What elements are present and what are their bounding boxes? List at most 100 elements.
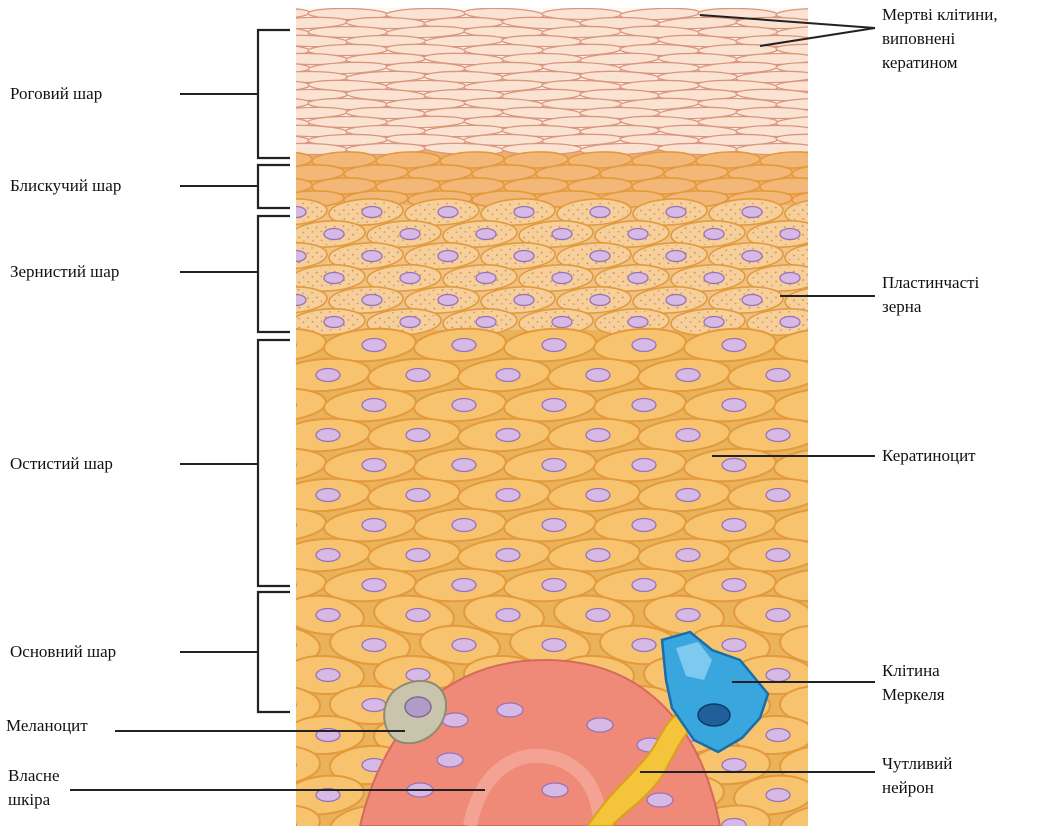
- cell-nucleus: [721, 337, 747, 353]
- cell-nucleus: [675, 607, 701, 623]
- corneum-cell: [775, 79, 808, 93]
- leader-dead-cells-a: [699, 14, 876, 29]
- cell-nucleus: [589, 293, 611, 307]
- cell-nucleus: [399, 271, 421, 285]
- keratinocyte-cell: [773, 567, 808, 603]
- cell-nucleus: [437, 205, 459, 219]
- bracket-corneum: [256, 28, 290, 160]
- label-dead-cells-line2: виповнені: [882, 29, 956, 48]
- cell-nucleus: [495, 427, 521, 443]
- granules: [788, 244, 808, 268]
- cell-nucleus: [765, 667, 791, 683]
- granules: [788, 200, 808, 224]
- cell-nucleus: [405, 547, 431, 563]
- cell-nucleus: [451, 337, 477, 353]
- corneum-cell: [775, 115, 808, 129]
- cell-nucleus: [812, 699, 836, 712]
- cell-nucleus: [585, 487, 611, 503]
- cell-nucleus: [631, 517, 657, 533]
- cell-nucleus: [818, 251, 838, 262]
- granules: [296, 200, 324, 224]
- cell-nucleus: [812, 519, 836, 532]
- cell-nucleus: [451, 577, 477, 593]
- cell-nucleus: [779, 227, 801, 241]
- cell-nucleus: [315, 667, 341, 683]
- cell-nucleus: [551, 227, 573, 241]
- cell-nucleus: [818, 207, 838, 218]
- cell-nucleus: [495, 607, 521, 623]
- lucidum-cell: [567, 151, 633, 169]
- cell-nucleus: [296, 522, 297, 528]
- cell-nucleus: [812, 579, 836, 592]
- cell-nucleus: [627, 227, 649, 241]
- cell-nucleus: [765, 487, 791, 503]
- keratinocyte-cell: [779, 684, 808, 726]
- corneum-cell: [735, 88, 808, 102]
- cell-nucleus: [703, 227, 725, 241]
- cell-nucleus: [315, 547, 341, 563]
- cell-nucleus: [765, 367, 791, 383]
- label-granules-line1: Пластинчасті: [882, 273, 980, 292]
- corneum-cell: [735, 16, 808, 30]
- cell-nucleus: [703, 271, 725, 285]
- cell-nucleus: [779, 315, 801, 329]
- lucidum-cell: [296, 151, 313, 169]
- lucidum-cell: [311, 151, 377, 169]
- cell-nucleus: [513, 249, 535, 263]
- cell-nucleus: [646, 792, 674, 808]
- keratinocyte-cell: [296, 684, 321, 726]
- cell-nucleus: [631, 457, 657, 473]
- cell-nucleus: [812, 759, 836, 772]
- cell-nucleus: [703, 315, 725, 329]
- cell-nucleus: [675, 367, 701, 383]
- cell-nucleus: [721, 457, 747, 473]
- cell-nucleus: [361, 337, 387, 353]
- leader-dead-cells-b: [759, 27, 876, 47]
- bracket-lucidum: [256, 163, 290, 210]
- corneum-cell: [735, 70, 808, 84]
- label-stratum-basale: Основний шар: [10, 642, 117, 661]
- lucidum-cell: [471, 164, 537, 182]
- cell-nucleus: [665, 249, 687, 263]
- cell-nucleus: [721, 817, 747, 826]
- lucidum-cell: [759, 151, 808, 169]
- cell-nucleus: [296, 249, 307, 263]
- cell-nucleus: [405, 487, 431, 503]
- cell-nucleus: [475, 315, 497, 329]
- cell-nucleus: [361, 577, 387, 593]
- keratinocyte-cell: [296, 744, 321, 786]
- cell-nucleus: [675, 487, 701, 503]
- bracket-basale: [256, 590, 290, 714]
- cell-nucleus: [315, 427, 341, 443]
- cell-nucleus: [399, 315, 421, 329]
- cell-nucleus: [721, 577, 747, 593]
- lucidum-cell: [599, 164, 665, 182]
- cell-nucleus: [741, 249, 763, 263]
- cell-nucleus: [513, 205, 535, 219]
- cell-nucleus: [361, 637, 387, 653]
- label-merkel-cell: Клітина Меркеля: [882, 659, 945, 707]
- corneum-cell: [735, 34, 808, 48]
- stratum-corneum-cells: [296, 8, 808, 156]
- cell-nucleus: [812, 459, 836, 472]
- cell-nucleus: [315, 367, 341, 383]
- merkel-cell-shine: [676, 642, 712, 680]
- label-dead-cells-line3: кератином: [882, 53, 958, 72]
- keratinocyte-cell: [296, 804, 321, 826]
- cell-nucleus: [812, 819, 836, 826]
- bracket-granulosum: [256, 214, 290, 334]
- bracket-spinosum: [256, 338, 290, 588]
- cell-nucleus: [323, 315, 345, 329]
- cell-nucleus: [631, 337, 657, 353]
- dermis-papilla-highlight: [463, 748, 607, 826]
- keratinocyte-cell: [773, 387, 808, 423]
- cell-nucleus: [315, 487, 341, 503]
- cell-nucleus: [551, 315, 573, 329]
- cell-nucleus: [665, 293, 687, 307]
- lucidum-cell: [631, 151, 697, 169]
- cell-nucleus: [541, 637, 567, 653]
- corneum-cell: [735, 124, 808, 138]
- keratinocyte-cell: [779, 624, 808, 666]
- cell-nucleus: [495, 547, 521, 563]
- cell-nucleus: [405, 367, 431, 383]
